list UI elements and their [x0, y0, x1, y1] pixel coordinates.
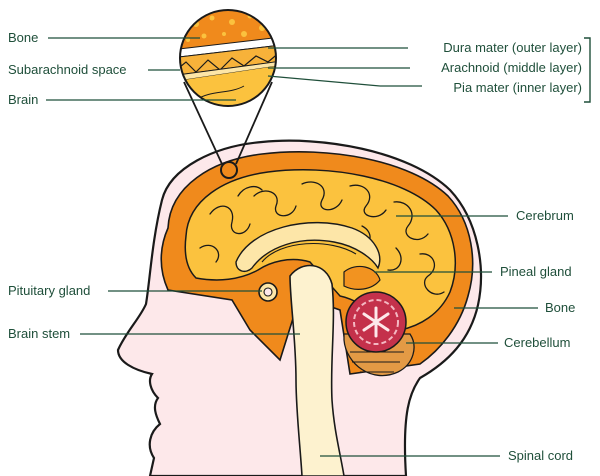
label-pineal-gland: Pineal gland	[500, 264, 572, 279]
label-dura-mater: Dura mater (outer layer)	[443, 40, 582, 55]
meninges-bracket	[584, 37, 591, 103]
cerebrum-folds	[199, 181, 445, 295]
label-cerebrum: Cerebrum	[516, 208, 574, 223]
spinal-cord-shape	[289, 264, 345, 476]
label-cerebellum: Cerebellum	[504, 335, 570, 350]
fornix-line	[261, 242, 357, 263]
pituitary-gland	[258, 282, 278, 302]
cerebrum-shape	[184, 169, 456, 331]
corpus-callosum	[235, 221, 381, 273]
label-arachnoid: Arachnoid (middle layer)	[441, 60, 582, 75]
leader-lines	[46, 37, 538, 457]
label-pia-mater: Pia mater (inner layer)	[453, 80, 582, 95]
label-bone-side: Bone	[545, 300, 575, 315]
pineal-gland	[343, 265, 381, 290]
label-brain-stem: Brain stem	[8, 326, 70, 341]
label-pituitary-gland: Pituitary gland	[8, 283, 90, 298]
label-spinal-cord: Spinal cord	[508, 448, 573, 463]
cerebellum	[343, 291, 415, 377]
label-brain: Brain	[8, 92, 38, 107]
zoom-connector	[183, 81, 273, 179]
meninges-zoom-circle	[179, 9, 277, 107]
label-bone-top: Bone	[8, 30, 38, 45]
label-subarachnoid-space: Subarachnoid space	[8, 62, 127, 77]
